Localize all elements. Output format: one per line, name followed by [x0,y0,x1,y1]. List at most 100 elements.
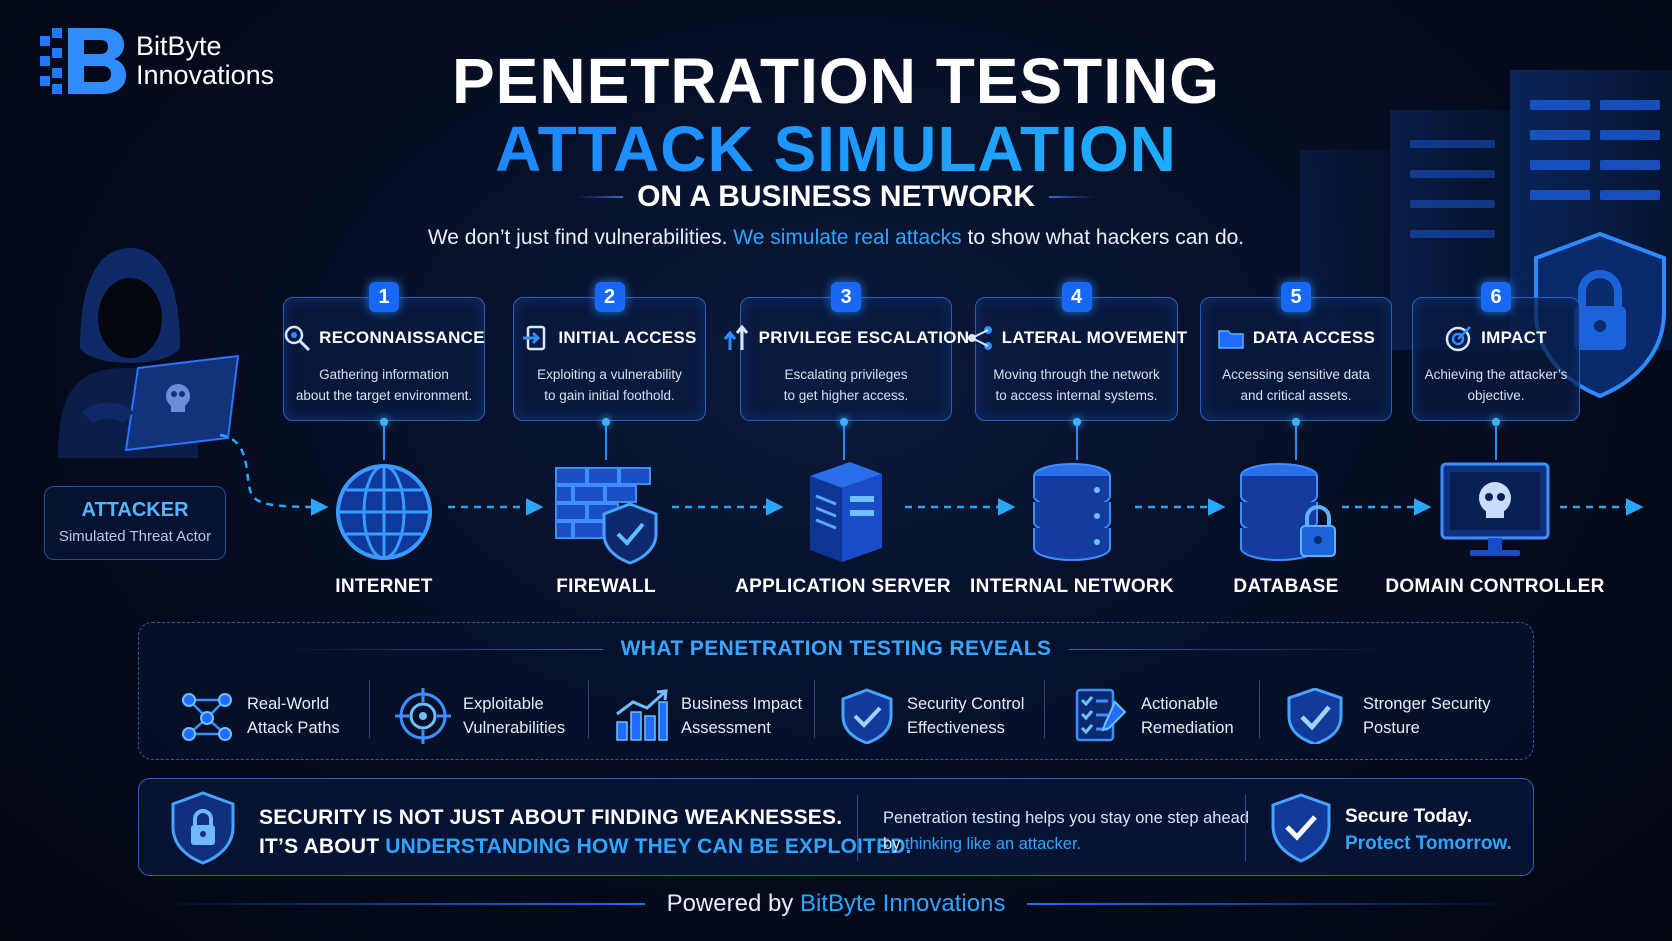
connector-stem [1492,418,1500,460]
target-icon [1445,326,1472,352]
node-label-firewall: FIREWALL [556,576,656,597]
database-stack-icon [1033,463,1111,561]
connector-stem [380,418,388,460]
reveals-panel: WHAT PENETRATION TESTING REVEALS Real-Wo… [138,622,1534,760]
hooded-hacker-illustration [58,248,240,458]
connector-stem [1292,418,1300,460]
node-label-internal-network: INTERNAL NETWORK [970,576,1174,597]
connector-stem [602,418,610,460]
step-number: 2 [594,282,625,312]
footer-text: Powered by BitByte Innovations [667,890,1006,918]
reveal-line2: Vulnerabilities [463,719,566,737]
banner-main-text: SECURITY IS NOT JUST ABOUT FINDING WEAKN… [259,803,912,861]
node-label-database: DATABASE [1233,576,1339,597]
reveal-line2: Posture [1363,719,1420,737]
crosshair-icon [395,688,451,744]
step-description: Exploiting a vulnerability to gain initia… [520,364,699,406]
footer-brand-link[interactable]: BitByte Innovations [799,890,1006,917]
step-number: 6 [1481,282,1511,312]
reveal-line1: Stronger Security [1363,695,1491,713]
subtitle-highlight: We simulate real attacks [733,226,962,249]
reveal-divider [588,680,589,738]
globe-icon [336,464,432,560]
folder-icon [1218,330,1244,349]
login-arrow-icon [523,325,546,351]
page-title-sub: ON A BUSINESS NETWORK [637,180,1035,213]
step-desc-line1: Moving through the network [993,367,1160,382]
step-card-initial-access: 2 INITIAL ACCESS Exploiting a vulnerabil… [513,282,706,421]
brand-logo[interactable]: BitByte Innovations [40,28,280,98]
banner-divider [857,795,858,861]
step-card-lateral-movement: 4 LATERAL MOVEMENT Moving through the ne… [967,282,1187,421]
brand-name-line1: BitByte [136,31,222,61]
step-desc-line2: and critical assets. [1240,388,1352,403]
step-desc-line1: Exploiting a vulnerability [537,367,682,382]
step-title: RECONNAISSANCE [319,328,485,347]
server-icon [810,462,882,562]
magnifier-icon [284,325,311,352]
banner-main-line2-before: IT’S ABOUT [259,835,386,858]
step-desc-line1: Gathering information [319,367,449,382]
connector-stem [1073,418,1081,460]
bitbyte-logo-icon [40,28,126,94]
banner-mid-line1: Penetration testing helps you stay one s… [883,809,1250,827]
step-number: 1 [369,282,399,312]
step-number: 4 [1061,282,1092,312]
footer-before: Powered by [666,890,800,917]
reveal-divider [369,680,370,738]
page-title-sub-wrap: ON A BUSINESS NETWORK [0,180,1672,214]
banner-main-line1: SECURITY IS NOT JUST ABOUT FINDING WEAKN… [259,806,843,829]
reveal-line1: Exploitable [463,695,544,713]
reveal-divider [1259,680,1260,738]
locked-database-icon [1240,463,1336,561]
reveal-line2: Assessment [681,719,771,737]
banner-right-text: Secure Today. Protect Tomorrow. [1345,803,1512,857]
security-banner: SECURITY IS NOT JUST ABOUT FINDING WEAKN… [138,778,1534,876]
reveal-line1: Real-World [247,695,330,713]
subtitle-before: We don’t just find vulnerabilities. [427,226,734,249]
step-title: INITIAL ACCESS [558,328,697,347]
divider-line [577,196,624,198]
reveal-line1: Business Impact [681,695,803,713]
checklist-icon [1075,688,1127,742]
step-title: PRIVILEGE ESCALATION [758,328,970,347]
reveal-line1: Security Control [907,695,1025,713]
reveal-divider [814,680,815,738]
reveal-line2: Effectiveness [907,719,1005,737]
reveal-line1: Actionable [1141,695,1219,713]
step-desc-line1: Achieving the attacker’s [1424,367,1568,382]
divider-line [1048,196,1095,198]
connector-stem [840,418,848,460]
shield-lock-icon [171,791,235,865]
banner-right-line2: Protect Tomorrow. [1345,833,1512,854]
network-graph-icon [182,693,232,741]
footer-line [1027,903,1528,905]
brand-name-line2: Innovations [136,60,275,90]
skull-monitor-icon [1440,462,1550,556]
subtitle-after: to show what hackers can do. [961,226,1245,249]
node-label-domain-controller: DOMAIN CONTROLLER [1385,576,1605,597]
up-arrows-icon [723,324,748,350]
reveals-title: WHAT PENETRATION TESTING REVEALS [620,637,1052,660]
footer-line [144,903,645,905]
node-label-application-server: APPLICATION SERVER [735,576,951,597]
divider-line [1069,648,1400,650]
step-desc-line2: to access internal systems. [995,388,1158,403]
step-desc-line1: Accessing sensitive data [1222,367,1370,382]
step-card-privilege-escalation: 3 PRIVILEGE ESCALATION Escalating privil… [723,282,969,421]
step-title: IMPACT [1481,328,1547,347]
bar-chart-icon [616,689,668,741]
brand-name: BitByte Innovations [136,32,274,90]
banner-mid-line2-highlight: thinking like an attacker. [905,835,1082,853]
reveal-line2: Remediation [1141,719,1234,737]
step-desc-line2: to gain initial foothold. [544,388,675,403]
page-subtitle: We don’t just find vulnerabilities. We s… [0,226,1672,250]
step-desc-line2: to get higher access. [783,388,909,403]
